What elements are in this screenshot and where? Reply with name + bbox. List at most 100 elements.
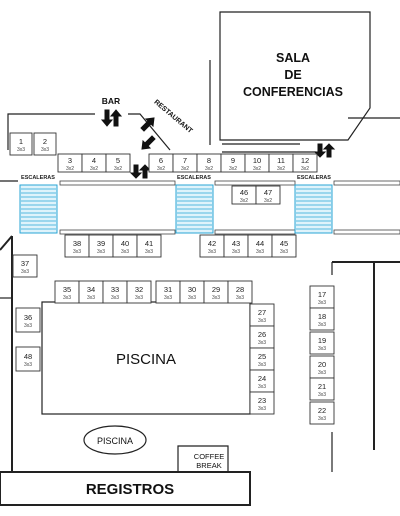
- booth-box[interactable]: [255, 185, 281, 205]
- booth-box[interactable]: [15, 307, 41, 333]
- booth-size: 3x3: [208, 249, 216, 255]
- booth-size: 3x3: [164, 295, 172, 301]
- booth-box[interactable]: [309, 331, 335, 355]
- booth-number: 6: [159, 156, 163, 165]
- booth-number: 29: [212, 285, 220, 294]
- booth-box[interactable]: [227, 280, 253, 304]
- booth-size: 3x3: [188, 295, 196, 301]
- conference-room: [219, 11, 371, 141]
- booth-size: 3x2: [264, 198, 272, 204]
- booth-size: 3x3: [318, 346, 326, 352]
- booth-number: 31: [164, 285, 172, 294]
- booth-box[interactable]: [9, 132, 33, 156]
- booth-box[interactable]: [292, 153, 318, 173]
- corridor-band: [214, 229, 296, 235]
- booth-box[interactable]: [309, 307, 335, 331]
- booth-box[interactable]: [105, 153, 131, 173]
- booth-box[interactable]: [15, 346, 41, 372]
- booth-box[interactable]: [33, 132, 57, 156]
- booth-size: 3x3: [17, 147, 25, 153]
- booth-box[interactable]: [271, 234, 297, 258]
- registration-area: [0, 471, 251, 506]
- booth-number: 34: [87, 285, 95, 294]
- booth-number: 1: [19, 137, 23, 146]
- booth-size: 3x3: [280, 249, 288, 255]
- booth-box[interactable]: [309, 401, 335, 425]
- booth-size: 3x3: [41, 147, 49, 153]
- booth-size: 3x3: [318, 370, 326, 376]
- booth-box[interactable]: [126, 280, 152, 304]
- booth-number: 3: [68, 156, 72, 165]
- booth-size: 3x3: [24, 323, 32, 329]
- booth-size: 3x3: [318, 322, 326, 328]
- booth-number: 10: [253, 156, 261, 165]
- booth-number: 25: [258, 352, 266, 361]
- escalator-label: ESCALERAS: [177, 175, 211, 181]
- conference-room-label-2: DE: [284, 68, 301, 82]
- conference-room-label-3: CONFERENCIAS: [243, 85, 343, 99]
- booth-box[interactable]: [136, 234, 162, 258]
- booth-number: 24: [258, 374, 266, 383]
- booth-number: 47: [264, 188, 272, 197]
- booth-number: 48: [24, 352, 32, 361]
- wall-segment: [0, 235, 13, 251]
- escalator-label: ESCALERAS: [21, 175, 55, 181]
- bar-wall: [128, 113, 171, 151]
- booth-number: 43: [232, 239, 240, 248]
- booth-number: 30: [188, 285, 196, 294]
- small-pool-label: PISCINA: [97, 436, 133, 446]
- booth-box[interactable]: [249, 391, 275, 415]
- booth-size: 3x2: [277, 166, 285, 172]
- booth-box[interactable]: [309, 377, 335, 401]
- booth-box[interactable]: [12, 254, 38, 278]
- booth-size: 3x3: [318, 416, 326, 422]
- booth-number: 28: [236, 285, 244, 294]
- booth-number: 22: [318, 406, 326, 415]
